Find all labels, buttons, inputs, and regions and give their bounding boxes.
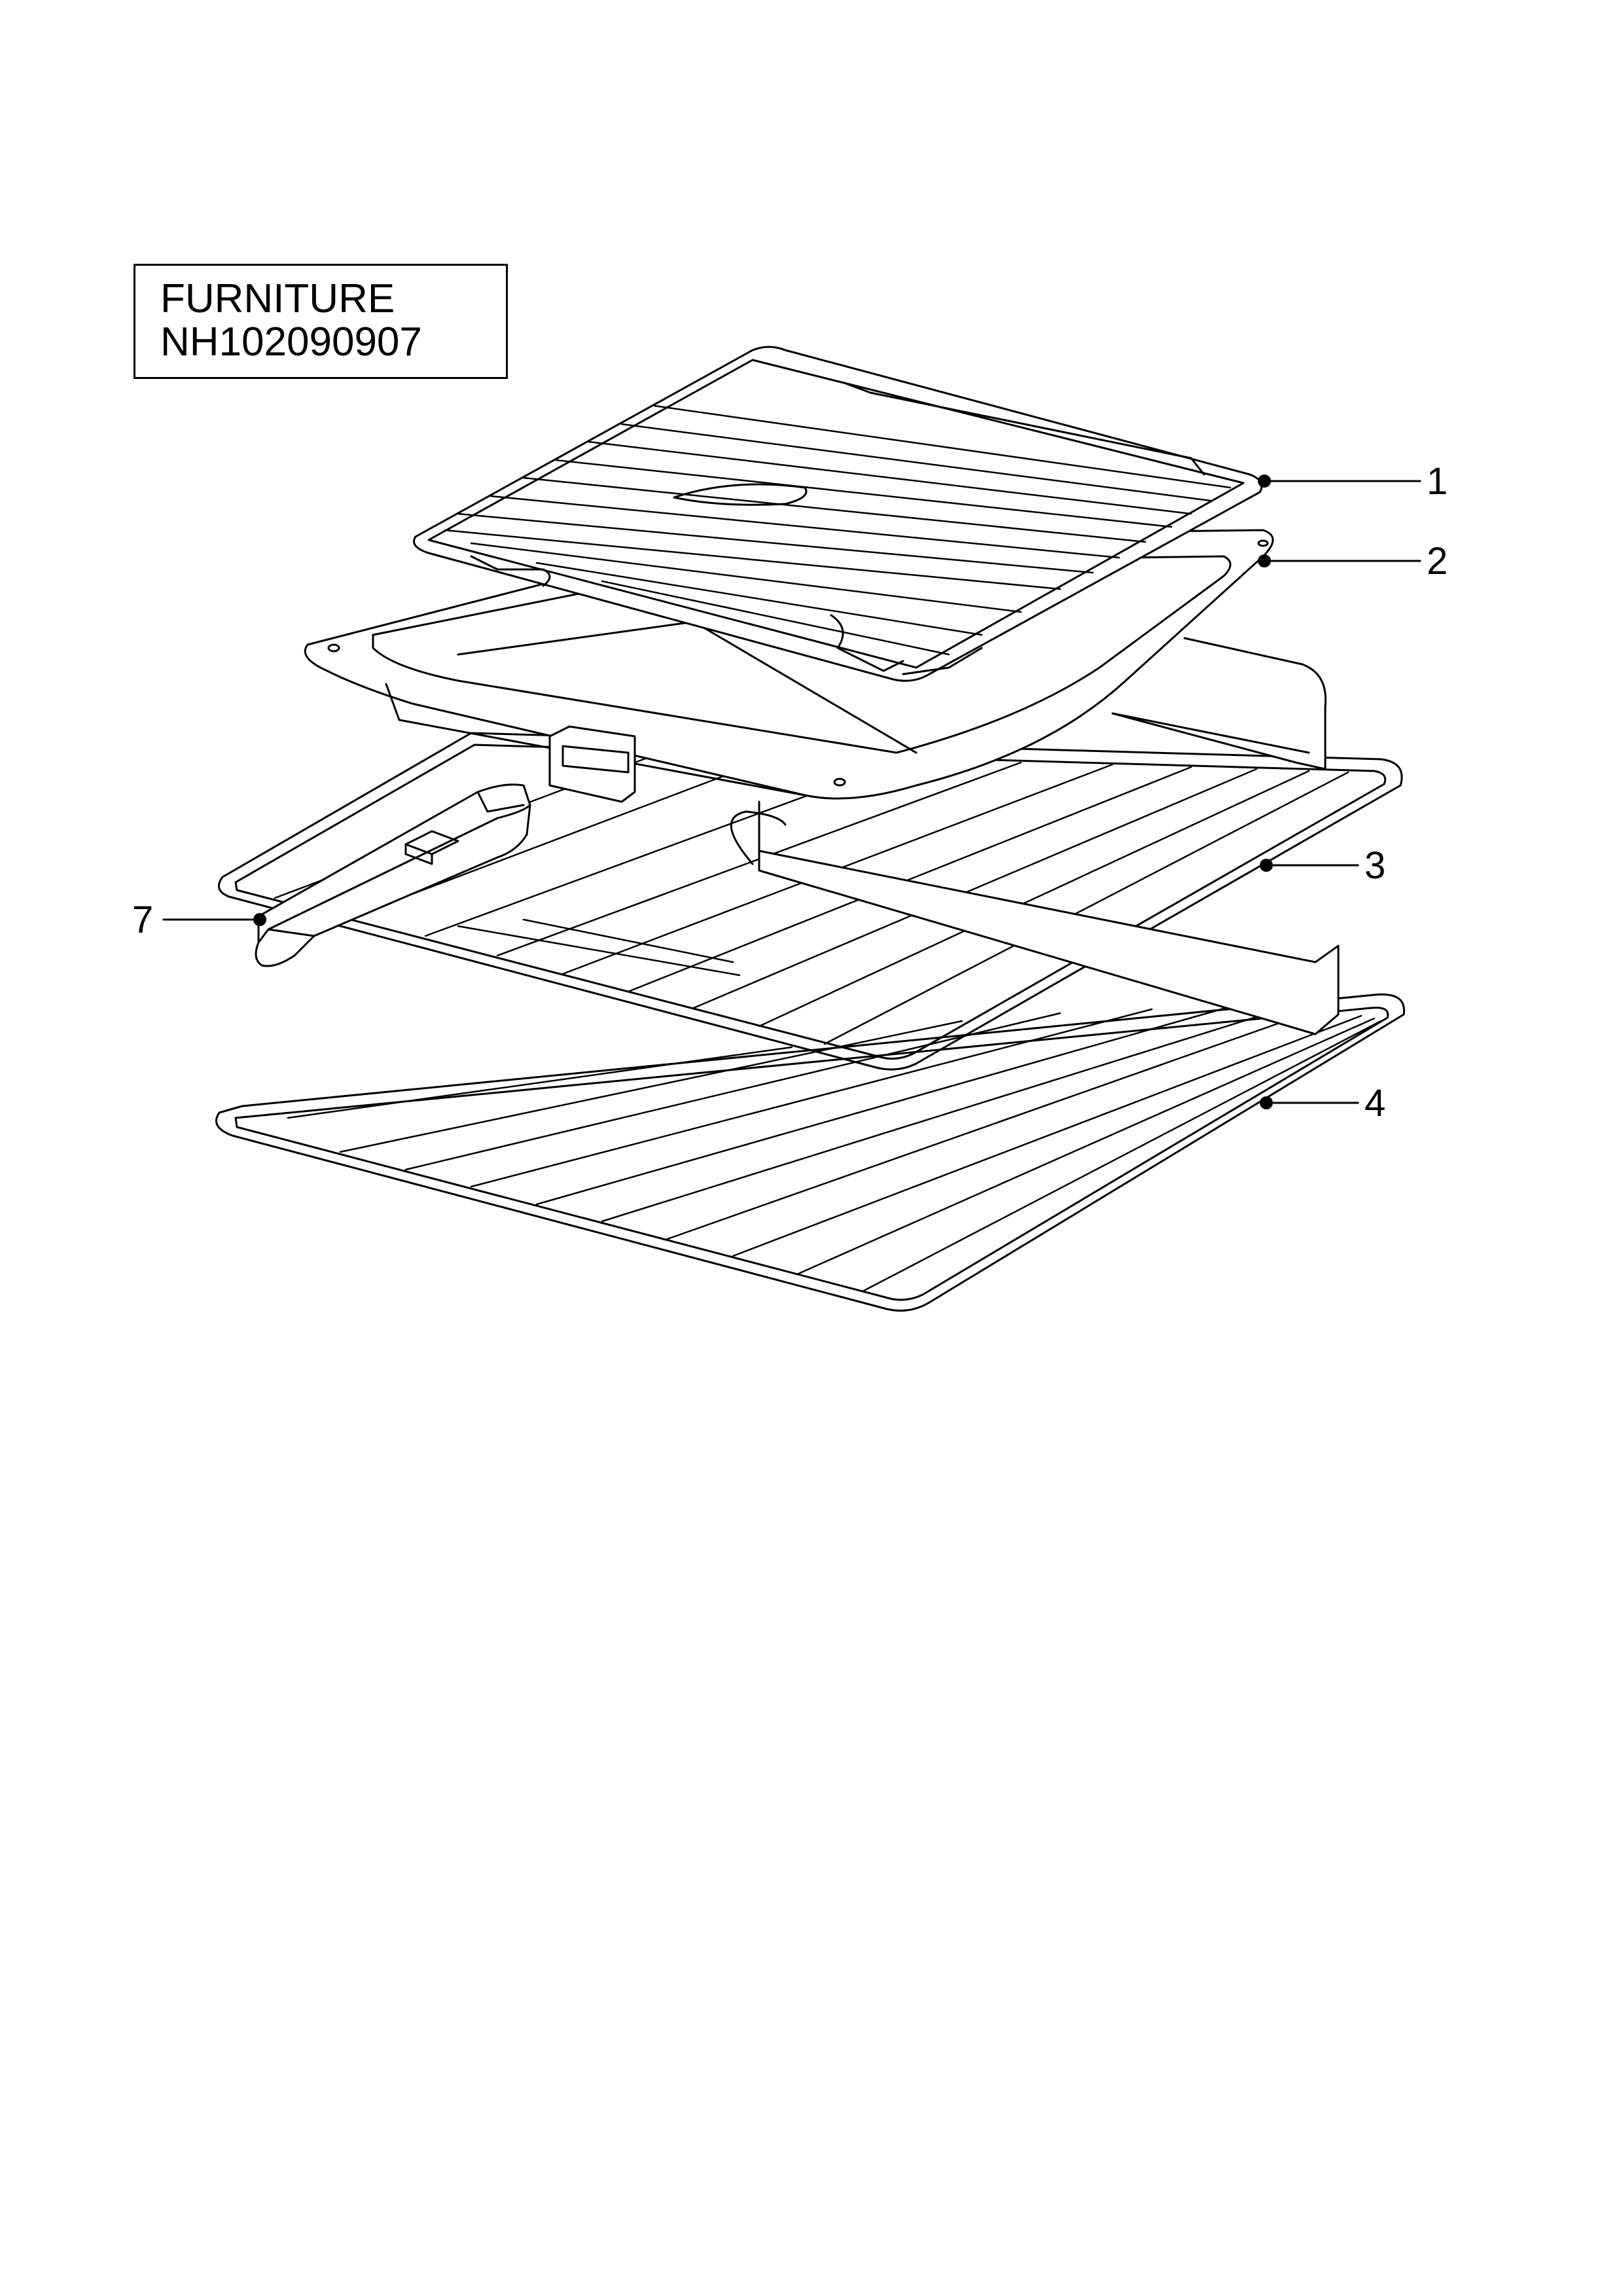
title-block: FURNITURE NH102090907 <box>134 264 508 379</box>
section-title: FURNITURE <box>160 276 395 321</box>
callout-number-3: 3 <box>1364 844 1385 887</box>
callout-number-7: 7 <box>132 899 153 941</box>
lower-shelf-wires <box>287 1002 1382 1292</box>
lower-wire-shelf <box>215 993 1405 1312</box>
grill-pan-handle <box>255 783 531 967</box>
callout-dot-3 <box>1260 859 1273 872</box>
part-number: NH102090907 <box>160 319 422 365</box>
callout-dot-4 <box>1260 1096 1273 1109</box>
callout-number-4: 4 <box>1364 1082 1385 1124</box>
callout-dot-7 <box>253 913 266 926</box>
heat-deflector <box>758 850 1340 1035</box>
rear-deflector <box>1111 637 1327 770</box>
callout-number-2: 2 <box>1427 540 1448 583</box>
wire-grid <box>413 346 1263 682</box>
callout-dots <box>253 475 1273 1109</box>
callout-dot-2 <box>1258 554 1271 567</box>
callout-number-1: 1 <box>1427 460 1448 503</box>
callout-leaders <box>162 480 1421 1104</box>
callout-dot-1 <box>1258 475 1271 488</box>
middle-wire-shelf <box>217 732 1403 1071</box>
grid-wires <box>444 404 1232 656</box>
pan-bracket <box>548 725 636 803</box>
